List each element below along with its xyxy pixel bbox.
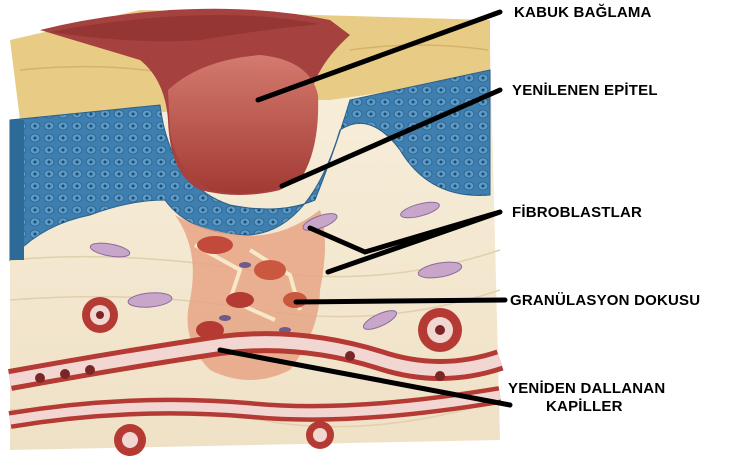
label-granulation: GRANÜLASYON DOKUSU [510,292,700,310]
label-fibroblasts: FİBROBLASTLAR [512,204,642,222]
label-capillaries-line2: KAPİLLER [546,398,623,416]
label-epithelium: YENİLENEN EPİTEL [512,82,658,100]
label-capillaries-line1: YENİDEN DALLANAN [508,380,665,398]
label-scab: KABUK BAĞLAMA [514,4,652,22]
leader-line-granulation [296,300,505,302]
